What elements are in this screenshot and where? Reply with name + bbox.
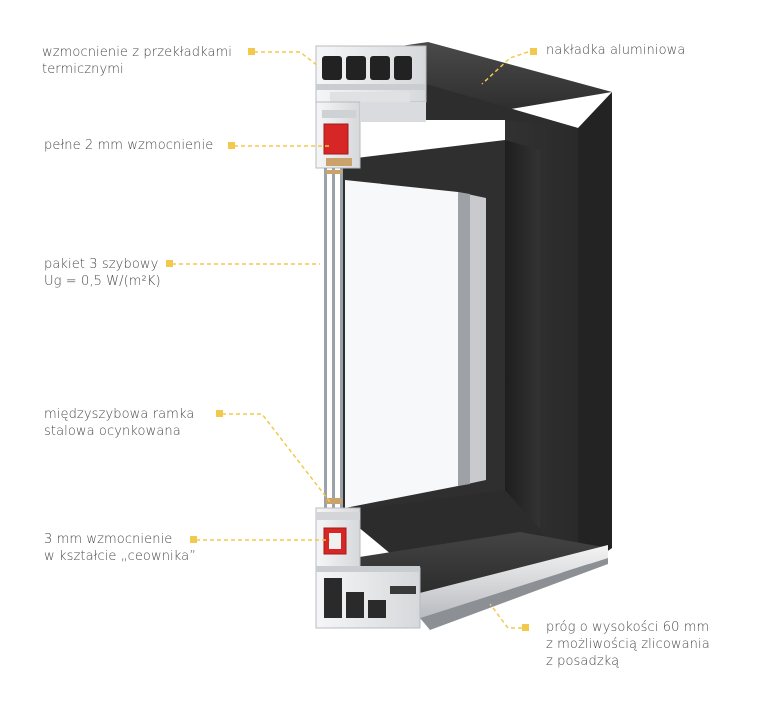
label-aluminium-line1: nakładka aluminiowa [546, 43, 686, 58]
marker-reinforce2mm [228, 142, 235, 149]
callout-line-aluminium [481, 51, 529, 85]
threshold-section [315, 566, 421, 629]
label-steel-spacer: międzyszybowa ramka stalowa ocynkowana [44, 406, 194, 440]
callout-line-threshold [489, 603, 522, 629]
label-reinforce3mm-line2: w kształcie „ceownika” [44, 549, 197, 564]
threshold-nose [400, 545, 608, 618]
callout-lines [172, 51, 529, 629]
marker-thermal [248, 48, 255, 55]
label-reinforcement-3mm: 3 mm wzmocnienie w kształcie „ceownika” [44, 531, 196, 565]
marker-spacer [216, 410, 223, 417]
top-profile-section [315, 45, 427, 103]
label-threshold: próg o wysokości 60 mm z możliwością zli… [546, 619, 710, 670]
label-aluminium-cladding: nakładka aluminiowa [546, 42, 685, 59]
callout-markers [166, 48, 537, 631]
label-threshold-line1: próg o wysokości 60 mm [546, 620, 710, 635]
label-threshold-line2: z możliwością zlicowania [546, 637, 710, 652]
label-triple-glazing: pakiet 3 szybowy Ug = 0,5 W/(m²K) [44, 256, 161, 290]
glass-pane [345, 180, 458, 508]
aluminium-cladding-right [578, 92, 612, 572]
callout-line-thermal [254, 51, 319, 67]
glass-inner-shadow [458, 192, 470, 486]
label-reinforcement-2mm: pełne 2 mm wzmocnienie [44, 137, 213, 154]
marker-threshold [522, 624, 529, 631]
label-threshold-line3: z posadzką [546, 654, 620, 669]
label-spacer-line2: stalowa ocynkowana [44, 424, 181, 439]
label-glazing-line1: pakiet 3 szybowy [44, 257, 159, 272]
marker-aluminium [530, 48, 537, 55]
label-glazing-line2: Ug = 0,5 W/(m²K) [44, 274, 161, 289]
threshold-nose-shadow [420, 558, 608, 630]
label-spacer-line1: międzyszybowa ramka [44, 407, 195, 422]
label-thermal-line1: wzmocnienie z przekładkami [42, 45, 233, 60]
glass-section [324, 168, 343, 508]
label-reinforce3mm-line1: 3 mm wzmocnienie [44, 532, 173, 547]
label-reinforce2mm-line1: pełne 2 mm wzmocnienie [44, 138, 214, 153]
callout-line-spacer [222, 413, 331, 503]
sash-top-section [315, 101, 426, 169]
label-thermal-spacers: wzmocnienie z przekładkami termicznymi [42, 44, 232, 78]
label-thermal-line2: termicznymi [42, 62, 124, 77]
marker-glazing [166, 260, 173, 267]
frame-inner-reveal [505, 140, 540, 548]
marker-reinforce3mm [190, 536, 197, 543]
sash-bottom-section [315, 507, 361, 569]
